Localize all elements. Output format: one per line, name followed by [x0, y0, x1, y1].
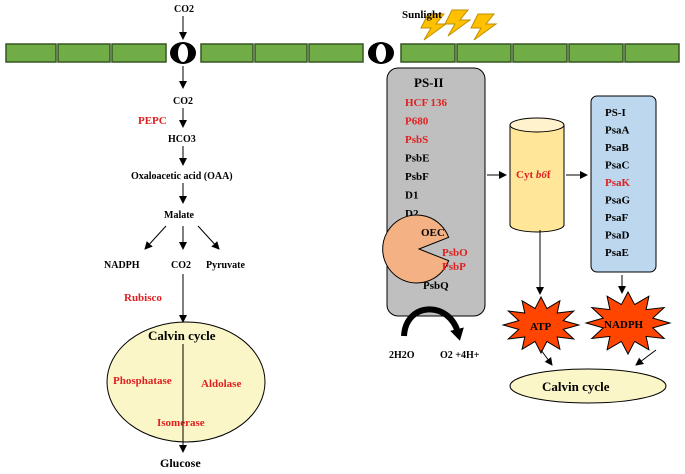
membrane-segment [456, 43, 512, 63]
ps2-protein-label: D1 [405, 190, 418, 202]
co2-top-label: CO2 [174, 4, 194, 15]
ps1-protein-label: PsaF [605, 212, 629, 224]
pepc-label: PEPC [138, 115, 167, 127]
lightning-bolt-icon [420, 9, 498, 41]
ps1-protein-label: PS-I [605, 107, 626, 119]
oec-shape [382, 214, 450, 284]
membrane-segment [624, 43, 680, 63]
oec-protein-label: PsbP [442, 261, 466, 273]
ps1-protein-label: PsaE [605, 247, 629, 259]
ps2-protein-label: PsbS [405, 134, 428, 146]
nadph-burst-icon [584, 290, 672, 356]
nadph-label: NADPH [104, 260, 140, 271]
arrow [144, 225, 167, 250]
membrane-segment [57, 43, 111, 63]
nadph-product-label: NADPH [604, 319, 644, 331]
oec-protein-list: PsbO PsbP PsbQ [423, 247, 468, 292]
membrane-segment [400, 43, 456, 63]
ps1-protein-label: PsaB [605, 142, 630, 154]
phosphatase-label: Phosphatase [113, 375, 172, 387]
arrow [635, 349, 657, 366]
aldolase-label: Aldolase [201, 378, 241, 390]
calvin-cycle-title: Calvin cycle [148, 328, 216, 343]
ps2-protein-label: P680 [405, 116, 429, 128]
isomerase-label: Isomerase [157, 417, 205, 429]
oaa-label: Oxaloacetic acid (OAA) [131, 171, 233, 182]
glucose-label: Glucose [160, 456, 201, 470]
sunlight-label: Sunlight [402, 9, 442, 21]
ps2-protein-label: HCF 136 [405, 97, 448, 109]
atp-burst-icon [501, 295, 581, 355]
hco3-label: HCO3 [168, 134, 196, 145]
ps1-protein-label: PsaK [605, 177, 631, 189]
ps2-protein-label: PsbE [405, 153, 429, 165]
ps1-box [590, 95, 657, 273]
co2-label: CO2 [173, 96, 193, 107]
arrow [540, 349, 553, 366]
oec-title: OEC [421, 227, 445, 239]
ps1-protein-label: PsaG [605, 195, 631, 207]
products-label: O2 +4H+ [440, 350, 480, 361]
malate-label: Malate [164, 210, 195, 221]
water-splitting-arrow [401, 306, 464, 341]
ps1-protein-label: PsaA [605, 125, 630, 137]
water-label: 2H2O [389, 350, 415, 361]
calvin-cycle-right-ellipse [509, 368, 667, 404]
ps2-protein-label: PsbF [405, 171, 429, 183]
membrane-segment [512, 43, 568, 63]
membrane-channel-icon [368, 42, 394, 64]
pyruvate-label: Pyruvate [206, 260, 245, 271]
membrane-segment [254, 43, 308, 63]
oec-protein-label: PsbQ [423, 280, 449, 292]
ps1-protein-label: PsaC [605, 160, 630, 172]
membrane-segment [308, 43, 364, 63]
oec-protein-label: PsbO [442, 247, 468, 259]
co2-channel-icon [170, 42, 196, 64]
cyt-b6f-cylinder [509, 117, 565, 233]
thylakoid-membrane [5, 43, 680, 63]
co2-b-label: CO2 [171, 260, 191, 271]
calvin-cycle-right-label: Calvin cycle [542, 379, 610, 394]
ps1-protein-list: PS-I PsaA PsaB PsaC PsaK PsaG PsaF PsaD PsaE [605, 107, 631, 259]
arrow [197, 225, 220, 250]
calvin-cycle-ellipse [106, 321, 266, 443]
membrane-segment [111, 43, 167, 63]
membrane-segment [200, 43, 254, 63]
membrane-segment [568, 43, 624, 63]
cyt-b6f-label: Cyt b6f [516, 169, 551, 181]
atp-label: ATP [530, 321, 551, 333]
ps1-protein-label: PsaD [605, 230, 630, 242]
rubisco-label: Rubisco [124, 292, 162, 304]
membrane-segment [5, 43, 57, 63]
ps2-title: PS-II [414, 75, 444, 90]
